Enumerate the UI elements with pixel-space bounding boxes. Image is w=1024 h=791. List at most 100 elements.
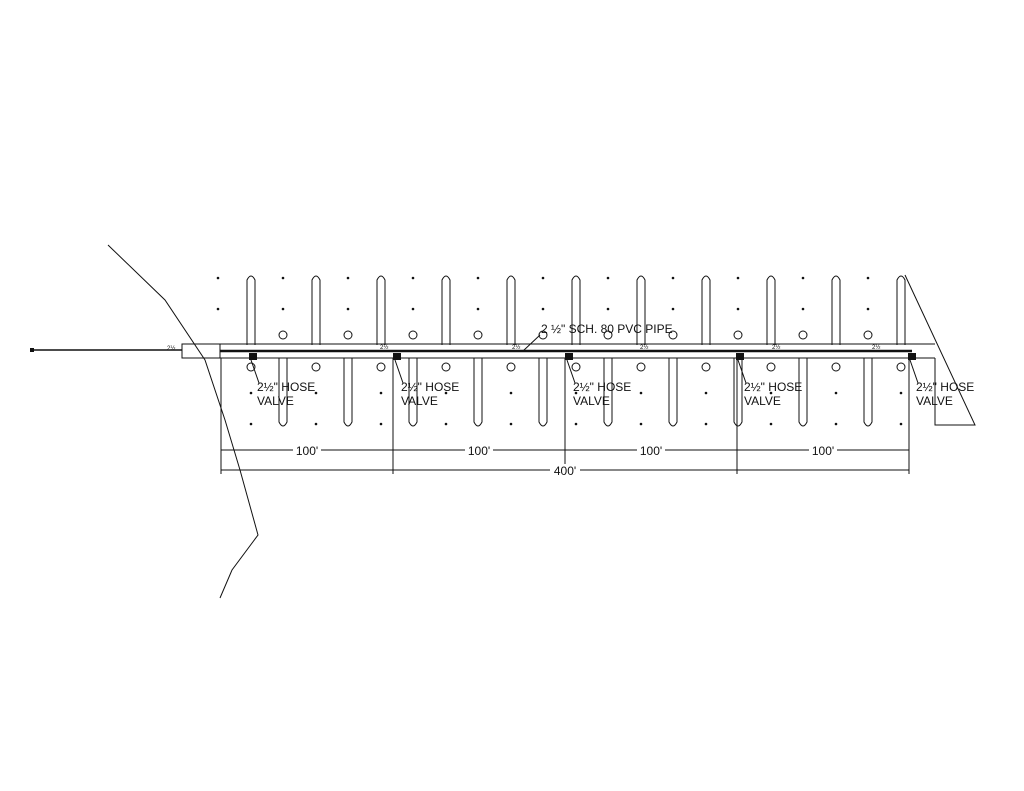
mooring-ring (343, 330, 353, 340)
piling (346, 307, 350, 311)
piling (509, 422, 513, 426)
piling (379, 391, 383, 395)
valve-label: 2½" HOSE (257, 380, 315, 394)
valve-label: VALVE (916, 394, 953, 408)
finger-pier-north (311, 275, 321, 345)
dock-end-angle (904, 274, 976, 426)
piling (671, 276, 675, 280)
piling (411, 307, 415, 311)
size-tag: 2½ (380, 344, 388, 351)
piling (444, 422, 448, 426)
piling (834, 422, 838, 426)
valve-label: VALVE (573, 394, 610, 408)
piling (736, 307, 740, 311)
valve-label: 2½" HOSE (744, 380, 802, 394)
hose-valve-icon (908, 353, 916, 360)
segment-dimension: 100' (812, 444, 834, 458)
piling (801, 276, 805, 280)
valve-leader (909, 359, 919, 384)
dim-text-mask (465, 444, 493, 456)
pipe-label: 2 ½" SCH. 80 PVC PIPE (541, 322, 673, 336)
piling (899, 391, 903, 395)
mooring-ring (701, 362, 711, 372)
piling (606, 276, 610, 280)
finger-pier-south (538, 358, 548, 427)
total-dimension: 400' (554, 464, 576, 478)
supply-end-cap (30, 348, 34, 352)
finger-pier-south (733, 358, 743, 427)
valve-label: 2½" HOSE (401, 380, 459, 394)
piling (639, 391, 643, 395)
mooring-ring (538, 330, 548, 340)
hose-valve-icon (565, 353, 573, 360)
mooring-ring (311, 362, 321, 372)
valve-leader (566, 359, 576, 384)
valve-label: VALVE (401, 394, 438, 408)
valve-leader (250, 359, 260, 384)
piling (476, 276, 480, 280)
hose-valve-icon (736, 353, 744, 360)
hose-valve-icon (249, 353, 257, 360)
valve-leader (737, 359, 747, 384)
piling (736, 276, 740, 280)
piling (574, 391, 578, 395)
finger-pier-north (246, 275, 256, 345)
mooring-ring (473, 330, 483, 340)
piling (379, 422, 383, 426)
mooring-ring (571, 362, 581, 372)
valve-label: VALVE (744, 394, 781, 408)
shore-stub (181, 343, 221, 359)
mooring-ring (668, 330, 678, 340)
mooring-ring (733, 330, 743, 340)
mooring-ring (766, 362, 776, 372)
dim-text-mask (637, 444, 665, 456)
piling (281, 276, 285, 280)
hose-valve-icon (393, 353, 401, 360)
finger-pier-north (701, 275, 711, 345)
piling (314, 391, 318, 395)
finger-pier-north (376, 275, 386, 345)
piling (574, 422, 578, 426)
piling (281, 307, 285, 311)
piling (801, 307, 805, 311)
dim-text-mask (293, 444, 321, 456)
piling (899, 422, 903, 426)
piling (411, 276, 415, 280)
finger-pier-south (603, 358, 613, 427)
piling (866, 276, 870, 280)
finger-pier-south (863, 358, 873, 427)
segment-dimension: 100' (468, 444, 490, 458)
piling (249, 422, 253, 426)
piling (216, 307, 220, 311)
piling (866, 307, 870, 311)
piling (541, 307, 545, 311)
size-tag: 2½ (640, 344, 648, 351)
segment-dimension: 100' (296, 444, 318, 458)
piling (639, 422, 643, 426)
mooring-ring (278, 330, 288, 340)
finger-pier-north (636, 275, 646, 345)
piling (249, 391, 253, 395)
finger-pier-north (766, 275, 776, 345)
finger-pier-north (831, 275, 841, 345)
mooring-ring (246, 362, 256, 372)
dim-text-mask (550, 464, 580, 476)
piling (704, 391, 708, 395)
piling (541, 276, 545, 280)
mooring-ring (831, 362, 841, 372)
size-tag: 2½ (167, 345, 175, 352)
size-tag: 2½ (872, 344, 880, 351)
pipe-label-leader (522, 334, 541, 352)
valve-label: VALVE (257, 394, 294, 408)
finger-pier-north (896, 275, 906, 345)
valve-leader (394, 359, 404, 384)
piling (346, 276, 350, 280)
piling (834, 391, 838, 395)
piling (671, 307, 675, 311)
finger-pier-south (798, 358, 808, 427)
shoreline (107, 244, 259, 599)
finger-pier-south (408, 358, 418, 427)
piling (769, 422, 773, 426)
